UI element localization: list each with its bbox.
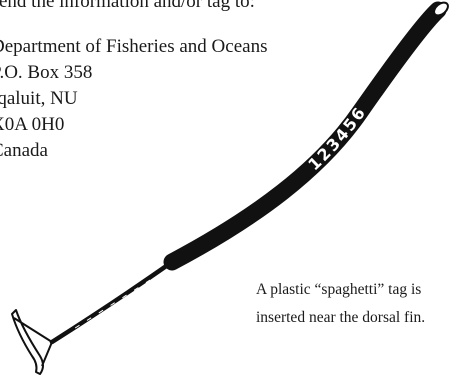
caption-line-2: inserted near the dorsal fin. xyxy=(256,304,425,332)
caption-line-1: A plastic “spaghetti” tag is xyxy=(256,276,425,304)
tag-number: 123456 xyxy=(304,102,370,174)
tag-thin-section xyxy=(52,262,172,342)
tag-anchor-head xyxy=(12,310,52,374)
tag-tube xyxy=(172,10,438,262)
tag-caption: A plastic “spaghetti” tag is inserted ne… xyxy=(256,276,425,332)
